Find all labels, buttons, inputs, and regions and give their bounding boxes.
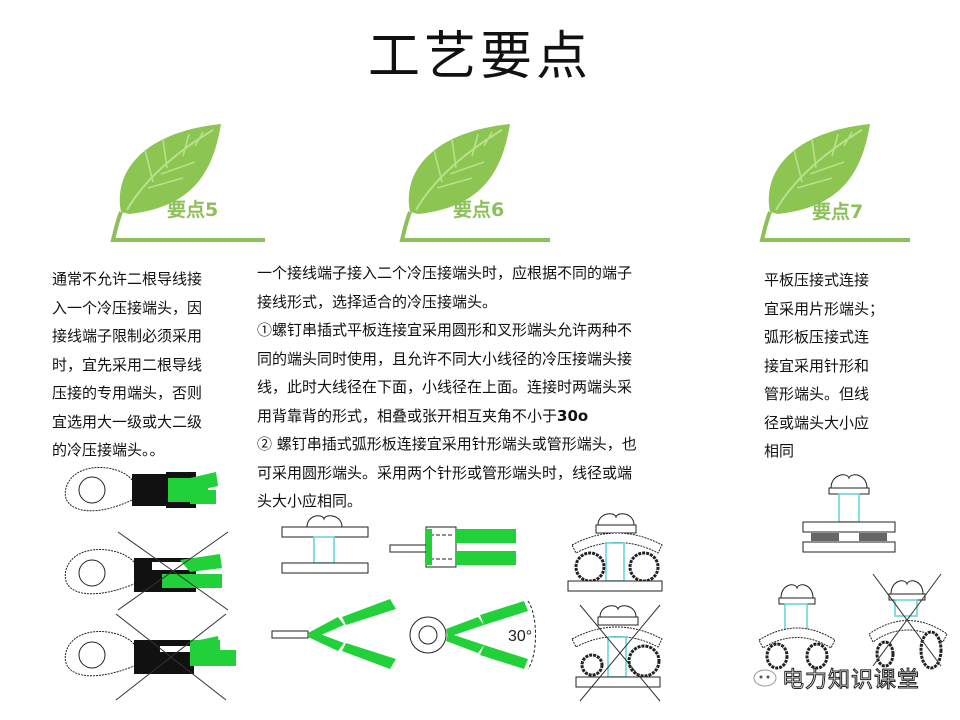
arc-plate-incorrect-figure [571,604,663,702]
text-line: 接宜采用针形和 [764,356,870,375]
leaf-icon [399,124,550,242]
text-line: 时，宜先采用二根导线 [52,355,203,374]
badge-label: 要点6 [453,199,505,221]
page-title: 工艺要点 [367,27,592,87]
point-7-text: 平板压接式连接 宜采用片形端头； 弧形板压接式连 接宜采用针形和 管形端头。但线… [764,266,944,466]
text-line: 可采用圆形端头。采用两个针形或管形端头时，线径或端 [257,463,633,482]
text-line: 接线形式，选择适合的冷压接端头。 [257,292,498,311]
arc-plate-correct-figure [567,513,663,592]
badge-label: 要点5 [167,199,219,221]
text-line: ①螺钉串插式平板连接宜采用圆形和叉形端头允许两种不 [257,321,633,339]
angle-value: 30o [557,406,589,425]
point-5-text: 通常不允许二根导线接 入一个冷压接端头，因 接线端子限制必须采用 时，宜先采用二… [52,265,252,465]
text-line: 入一个冷压接端头，因 [52,298,203,317]
ring-terminals-30-degree-figure: 30° [409,600,536,670]
text-line: 弧形板压接式连 [764,328,870,346]
leaf-icon [759,124,910,242]
pin-terminals-v-figure [271,599,396,669]
leaf-icon [110,124,265,242]
badge-point-6: 要点6 [392,112,562,252]
ring-terminal-correct-figure [64,467,218,512]
text-line: 头大小应相同。 [257,492,363,510]
text-line: 一个接线端子接入二个冷压接端头时，应根据不同的端子 [257,264,633,282]
badge-label: 要点7 [812,201,864,223]
text-line: 平板压接式连接 [764,271,870,289]
text-fragment: 用背靠背的形式，相叠或张开相互夹角不小于 [257,406,558,425]
flat-plate-screw-figure [281,515,369,574]
ring-terminal-incorrect-figure [64,531,229,611]
arc-plate-pin-figure [758,584,836,670]
text-line: 压接的专用端头，否则 [52,384,203,402]
badge-point-5: 要点5 [103,112,273,252]
text-line: 管形端头。但线 [764,385,870,403]
watermark: 电力知识课堂 [752,662,920,694]
angle-label: 30° [508,628,532,645]
text-line: 相同 [764,442,795,460]
ring-terminal-figures [64,467,236,701]
text-line: ② 螺钉串插式弧形板连接宜采用针形端头或管形端头，也 [257,435,637,453]
text-line: 通常不允许二根导线接 [52,270,203,288]
text-line: 宜选用大一级或大二级 [52,412,203,431]
watermark-text: 电力知识课堂 [781,668,921,694]
ring-terminal-incorrect-figure-2 [64,613,236,701]
text-line: 接线端子限制必须采用 [52,327,203,345]
wechat-icon [753,669,777,687]
point-7-figures [758,474,948,670]
text-line: 线，此时大线径在下面，小线径在上面。连接时两端头采 [257,378,633,396]
text-line: 径或端头大小应 [764,413,870,432]
text-line: 用背靠背的形式，相叠或张开相互夹角不小于30o [257,402,747,431]
pin-terminal-two-wires-figure [389,526,516,568]
text-line: 的冷压接端头。。 [52,441,165,459]
point-6-figures: 30° [271,513,663,702]
text-line: 宜采用片形端头； [764,299,885,318]
flat-plate-tab-figure [802,474,896,553]
text-line: 同的端头同时使用，且允许不同大小线径的冷压接端头接 [257,349,633,368]
badge-point-7: 要点7 [752,112,922,252]
point-6-text: 一个接线端子接入二个冷压接端头时，应根据不同的端子 接线形式，选择适合的冷压接端… [257,259,747,516]
arc-plate-incorrect-figure [868,573,948,670]
